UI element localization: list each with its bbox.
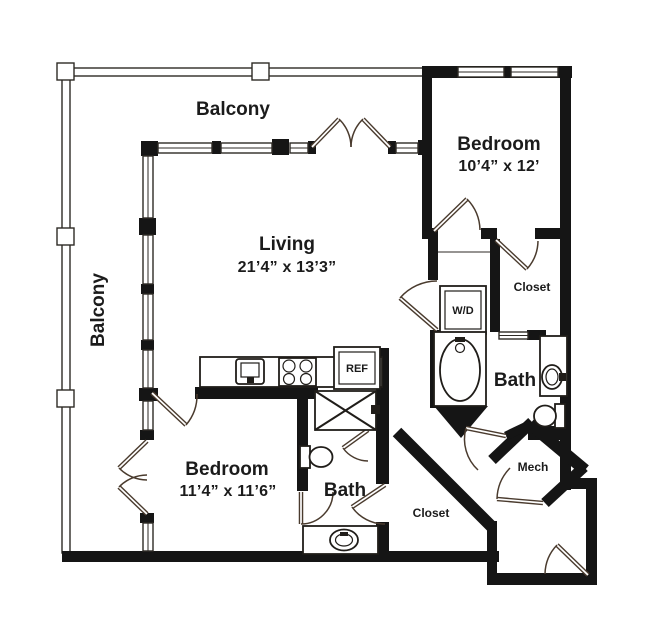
closet2-door: [350, 483, 387, 525]
bath-bottom-label: Bath: [324, 480, 366, 501]
walls: [62, 66, 597, 585]
refrigerator-label: REF: [346, 363, 368, 375]
bathtub: [433, 331, 487, 407]
bath-entry-angled-wall: [434, 406, 488, 438]
living-dimensions: 21’4” x 13’3”: [238, 259, 337, 276]
washer-dryer-door: [398, 280, 439, 332]
mech-label: Mech: [518, 460, 549, 474]
living-label: Living: [259, 234, 315, 255]
bedroom2-label: Bedroom: [185, 459, 268, 480]
labels: Balcony Balcony Living 21’4” x 13’3” Bed…: [88, 99, 550, 520]
balcony-post: [251, 62, 270, 81]
shower: [314, 390, 380, 431]
bedroom1-label: Bedroom: [457, 134, 540, 155]
vanity-bottom-bath: [302, 525, 379, 555]
mech-door: [496, 467, 544, 506]
shower-door: [341, 428, 370, 462]
closet-top-right-label: Closet: [514, 280, 551, 294]
balcony-left-label: Balcony: [88, 273, 109, 347]
french-doors-top: [310, 117, 392, 149]
sink-right-bath: [539, 335, 568, 397]
entry-door: [544, 543, 590, 577]
windows: [142, 66, 559, 552]
washer-dryer: W/D: [438, 251, 490, 335]
closet-diagonal-wall: [392, 427, 497, 532]
kitchen-sink: [235, 358, 265, 385]
balcony-post: [56, 62, 75, 81]
bedroom2-door: [150, 391, 198, 427]
bedroom2-dimensions: 11’4” x 11’6”: [180, 483, 277, 500]
closet-bottom-label: Closet: [413, 506, 450, 520]
balcony-railing: [56, 62, 431, 554]
bath-bottom-fixtures: [299, 390, 380, 555]
bath-right-label: Bath: [494, 370, 536, 391]
refrigerator: REF: [333, 346, 381, 390]
balcony-post: [56, 227, 75, 246]
closet1-pocket-door: [498, 331, 529, 340]
washer-dryer-label: W/D: [452, 305, 473, 317]
balcony-post: [56, 389, 75, 408]
toilet-right-bath: [533, 403, 566, 429]
balcony-top-label: Balcony: [196, 99, 270, 120]
bath2-door: [298, 491, 334, 525]
doors: [117, 117, 590, 577]
bath-right-fixtures: [433, 331, 568, 429]
bedroom1-dimensions: 10’4” x 12’: [458, 158, 539, 175]
bedroom1-door: [432, 197, 481, 233]
toilet-bottom-bath: [299, 445, 334, 469]
stove: [278, 357, 317, 387]
closet1-door: [494, 238, 539, 271]
french-doors-left: [117, 439, 149, 516]
kitchen: REF: [199, 346, 383, 390]
bath1-door: [463, 425, 507, 471]
